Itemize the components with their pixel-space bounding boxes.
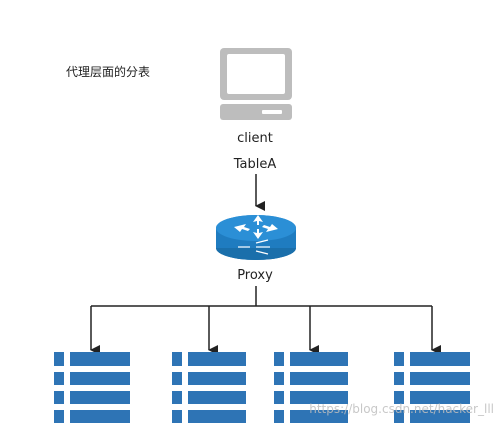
- client-label: client: [237, 131, 273, 146]
- proxy-to-shards-connector: [91, 286, 432, 307]
- proxy-label: Proxy: [237, 268, 273, 283]
- diagram-title: 代理层面的分表: [66, 65, 151, 79]
- proxy-router-icon: [216, 215, 296, 260]
- shard-table-1-icon: [54, 352, 130, 423]
- watermark-text: https://blog.csdn.net/hacker_lll: [309, 402, 494, 416]
- edge-label-tablea: TableA: [233, 157, 277, 172]
- client-computer-icon: [220, 48, 292, 120]
- shard-table-2-icon: [172, 352, 246, 423]
- shard-table-4-icon: [394, 352, 470, 423]
- shard-table-3-icon: [274, 352, 348, 423]
